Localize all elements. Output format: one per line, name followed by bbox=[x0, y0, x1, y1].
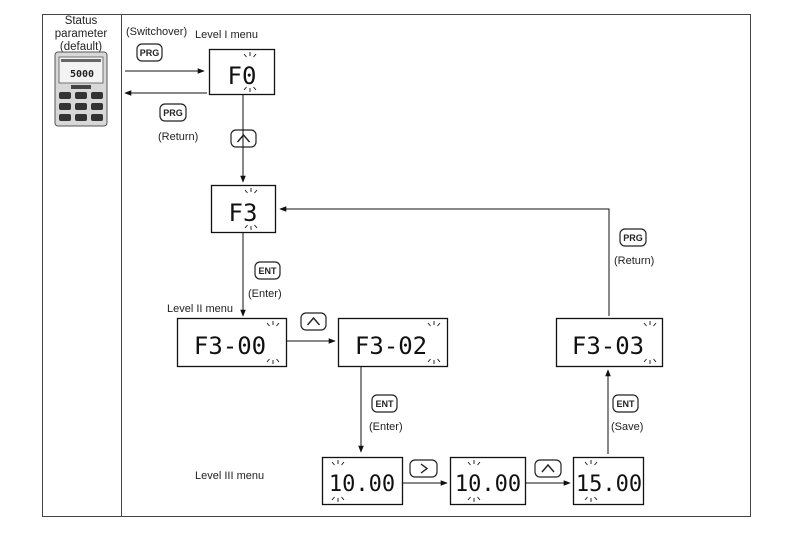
return-label-level2: (Return) bbox=[614, 255, 654, 267]
display-value-2-text: 10.00 bbox=[455, 472, 521, 497]
prg-key-label: PRG bbox=[140, 48, 160, 58]
display-value-1-text: 10.00 bbox=[329, 472, 395, 497]
switchover-label: (Switchover) bbox=[126, 26, 187, 38]
blink-icon bbox=[244, 188, 258, 230]
keypad-key bbox=[75, 114, 87, 121]
prg-key-label: PRG bbox=[163, 108, 183, 118]
blink-icon bbox=[331, 460, 345, 502]
blink-icon bbox=[243, 52, 257, 92]
display-value-3-text: 15.00 bbox=[576, 472, 642, 497]
display-f0: F0 bbox=[208, 48, 276, 96]
keypad-key bbox=[91, 103, 103, 110]
ent-key-save[interactable]: ENT bbox=[612, 394, 639, 413]
keypad-illustration: 5000 bbox=[54, 51, 108, 127]
enter-label-level3: (Enter) bbox=[369, 421, 403, 433]
level3-label: Level III menu bbox=[195, 470, 264, 482]
display-f3-02: F3-02 bbox=[337, 317, 449, 368]
ent-key-label: ENT bbox=[376, 399, 395, 409]
keypad-key bbox=[91, 92, 103, 99]
blink-icon bbox=[427, 321, 441, 364]
chevron-up-icon bbox=[306, 316, 321, 326]
arrow-return-to-f3 bbox=[279, 206, 610, 316]
ent-key-enter-level2[interactable]: ENT bbox=[254, 261, 281, 280]
display-value-1: 10.00 bbox=[321, 456, 404, 506]
keypad-key bbox=[75, 92, 87, 99]
ent-key-label: ENT bbox=[259, 266, 278, 276]
chevron-right-icon bbox=[420, 463, 429, 474]
status-title-line1: Status bbox=[65, 15, 98, 27]
display-f3-text: F3 bbox=[229, 199, 258, 227]
chevron-up-icon bbox=[541, 463, 555, 473]
enter-label-level2: (Enter) bbox=[248, 288, 282, 300]
prg-key-return-f3[interactable]: PRG bbox=[619, 228, 647, 247]
display-f3: F3 bbox=[210, 184, 277, 234]
display-f3-03: F3-03 bbox=[555, 317, 664, 368]
blink-icon bbox=[266, 321, 280, 364]
display-value-3: 15.00 bbox=[572, 456, 645, 506]
save-label: (Save) bbox=[611, 421, 643, 433]
ent-key-label: ENT bbox=[617, 399, 636, 409]
level1-label: Level I menu bbox=[195, 29, 258, 41]
display-f0-text: F0 bbox=[228, 62, 257, 90]
return-label-level1: (Return) bbox=[158, 131, 198, 143]
prg-key-return[interactable]: PRG bbox=[159, 103, 187, 122]
status-title-line3: (default) bbox=[60, 41, 102, 53]
keypad-key bbox=[59, 103, 71, 110]
ent-key-enter-level3[interactable]: ENT bbox=[371, 394, 398, 413]
keypad-key bbox=[59, 114, 71, 121]
display-value-2: 10.00 bbox=[449, 456, 527, 506]
blink-icon bbox=[584, 460, 598, 502]
right-key[interactable] bbox=[409, 459, 438, 478]
keypad-key bbox=[59, 92, 71, 99]
prg-key-switchover[interactable]: PRG bbox=[136, 43, 163, 62]
up-key-level3[interactable] bbox=[534, 459, 562, 478]
level2-label: Level II menu bbox=[167, 303, 233, 315]
keypad-readout: 5000 bbox=[70, 69, 94, 80]
blink-icon bbox=[467, 460, 481, 502]
status-title-line2: parameter bbox=[55, 28, 108, 40]
display-f3-03-text: F3-03 bbox=[572, 332, 644, 360]
display-f3-00: F3-00 bbox=[176, 317, 288, 368]
keypad-key bbox=[91, 114, 103, 121]
keypad-key bbox=[75, 103, 87, 110]
blink-icon bbox=[643, 321, 657, 364]
prg-key-label: PRG bbox=[623, 233, 643, 243]
display-f3-02-text: F3-02 bbox=[355, 332, 427, 360]
up-key-level2[interactable] bbox=[300, 312, 327, 331]
diagram-frame bbox=[42, 14, 751, 517]
display-f3-00-text: F3-00 bbox=[194, 332, 266, 360]
